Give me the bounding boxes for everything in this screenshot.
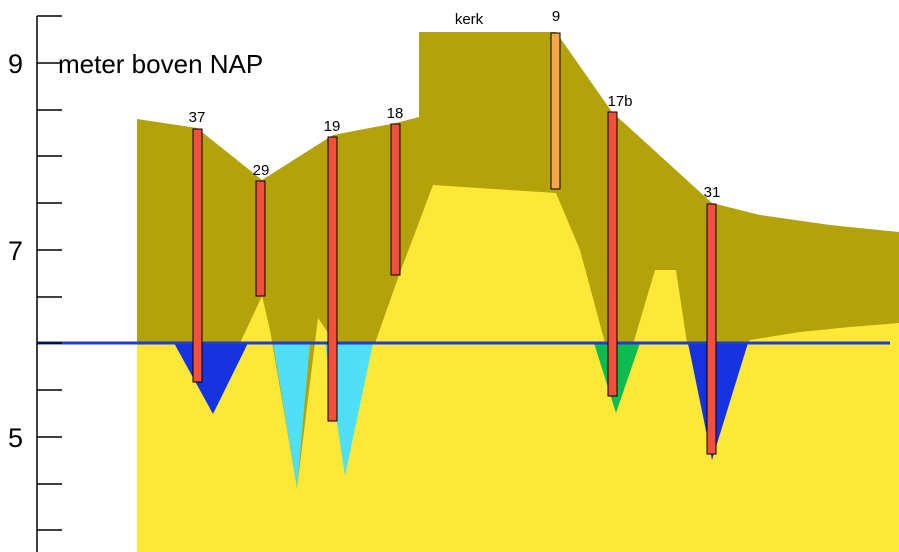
borehole-label: 18 [387, 105, 404, 122]
pit-dark-blue-right [688, 343, 748, 460]
borehole-bar [192, 128, 203, 383]
borehole-label: 19 [324, 118, 341, 135]
borehole-29: 29 [253, 162, 270, 297]
sand-layer [137, 185, 899, 552]
borehole-label: 37 [189, 109, 206, 126]
tick-label-7: 7 [8, 236, 23, 266]
borehole-bar [327, 136, 338, 422]
pit-light-blue-left [273, 343, 310, 488]
borehole-label: 9 [552, 8, 560, 25]
tick-label-9: 9 [8, 49, 23, 79]
borehole-18: 18 [387, 105, 404, 276]
borehole-bar [706, 203, 717, 455]
axis-unit-label: meter boven NAP [58, 49, 263, 79]
borehole-bar [550, 32, 561, 190]
borehole-17b: 17b [607, 93, 633, 397]
borehole-bar [255, 180, 266, 297]
borehole-31: 31 [704, 184, 721, 455]
borehole-19: 19 [324, 118, 341, 422]
tick-label-5: 5 [8, 423, 23, 453]
borehole-bar [607, 111, 618, 397]
borehole-9: 9 [550, 8, 561, 190]
borehole-37: 37 [189, 109, 206, 383]
borehole-label: 31 [704, 184, 721, 201]
borehole-label: 29 [253, 162, 270, 179]
vertical-axis: 9 7 5 meter boven NAP [8, 15, 263, 552]
borehole-label: 17b [607, 93, 632, 110]
borehole-bar [390, 123, 401, 276]
kerk-label: kerk [455, 11, 484, 28]
